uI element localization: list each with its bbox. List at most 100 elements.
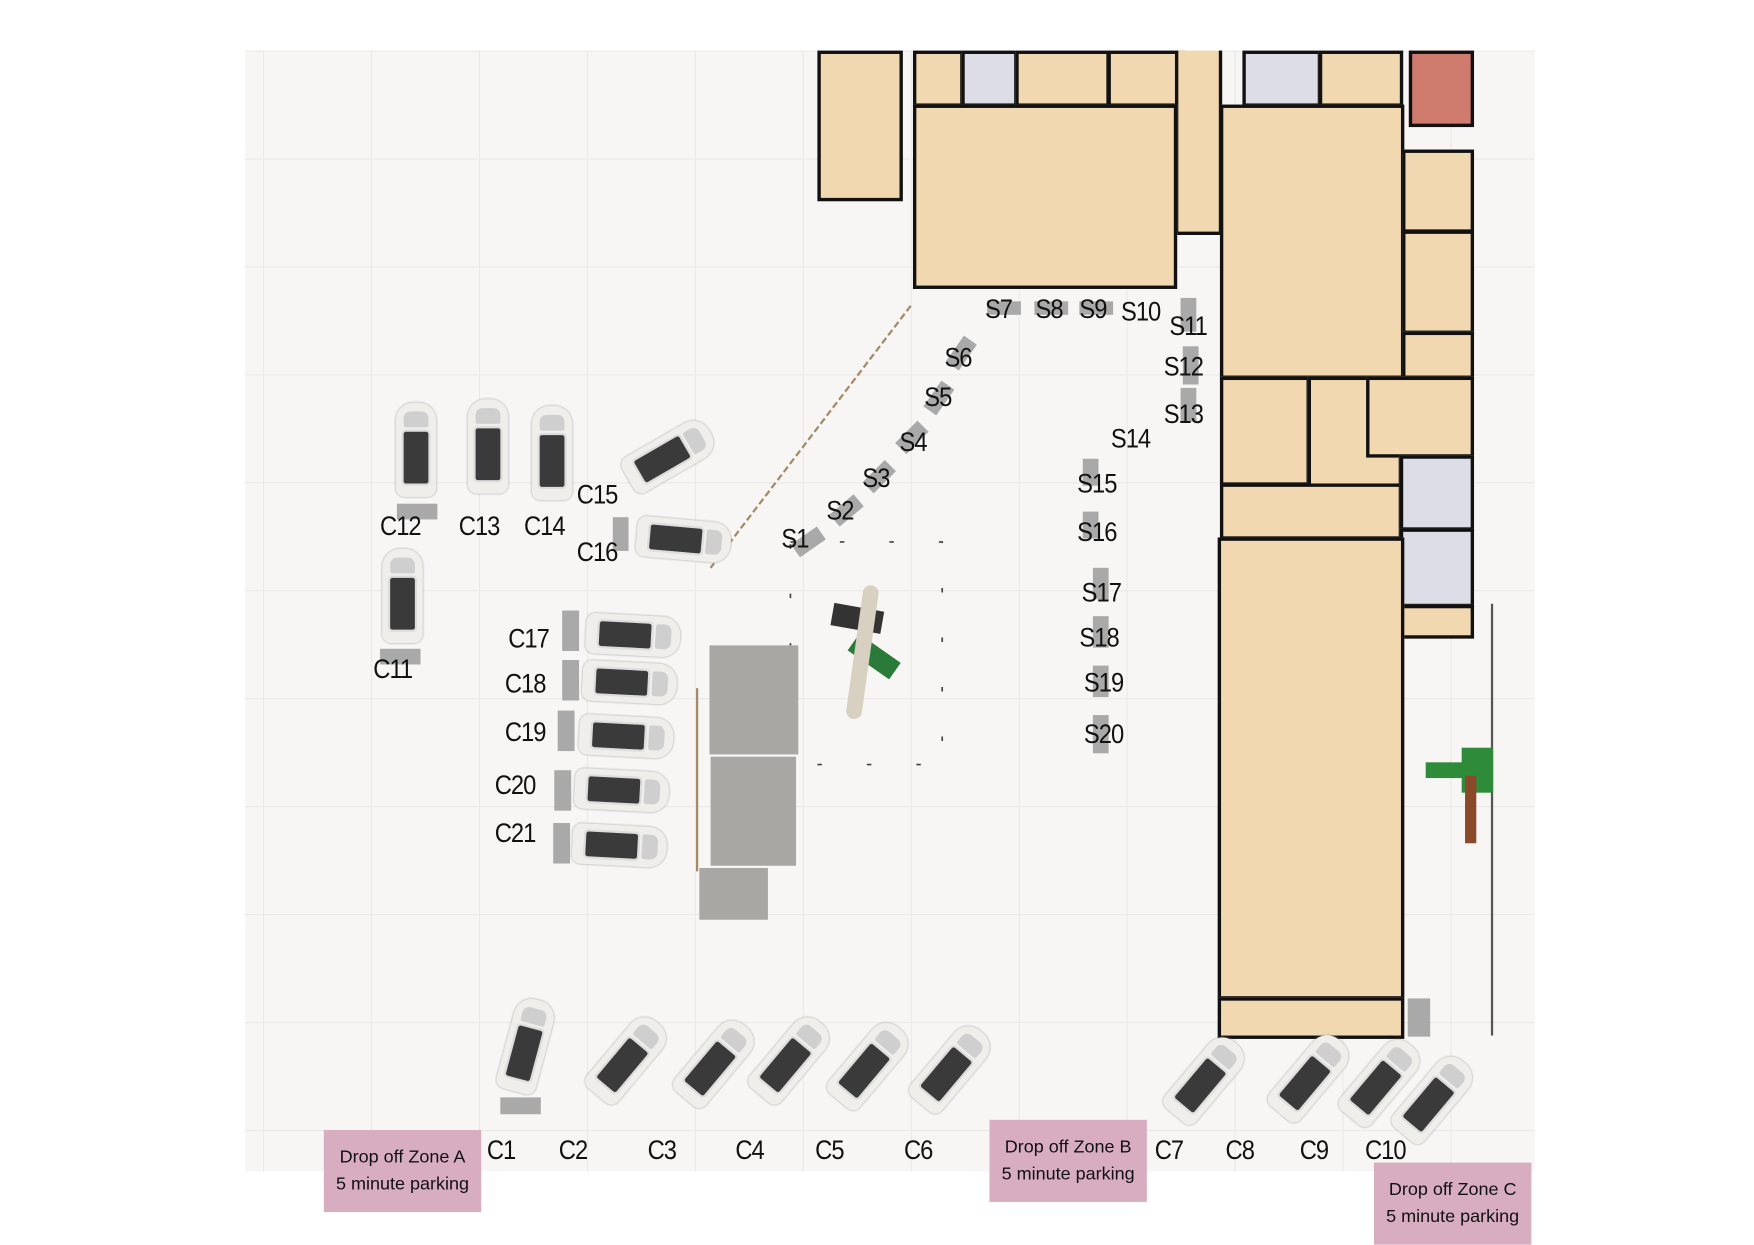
room	[1318, 50, 1404, 107]
car-c13	[467, 399, 509, 494]
car-c17	[584, 612, 682, 658]
car-pad	[553, 823, 571, 864]
space-label-c10: C10	[1364, 1135, 1407, 1166]
fence-line	[1490, 603, 1494, 1036]
stall-pad	[1034, 301, 1069, 315]
stall-pad	[1092, 567, 1109, 600]
space-label-s16: S16	[1077, 517, 1117, 548]
car-c12	[395, 402, 437, 497]
stall-pad	[1180, 387, 1197, 422]
space-label-c8: C8	[1225, 1135, 1255, 1166]
drop-off-zone-c: Drop off Zone C 5 minute parking	[1373, 1162, 1532, 1245]
space-label-s10: S10	[1120, 296, 1161, 328]
space-label-s17: S17	[1081, 577, 1122, 609]
space-label-s2: S2	[826, 495, 854, 527]
space-label-s12: S12	[1163, 351, 1204, 383]
stall-pad	[1182, 346, 1199, 385]
space-label-c15: C15	[576, 480, 619, 511]
car-pad	[380, 648, 421, 665]
room-main-hall	[912, 104, 1178, 289]
room	[1402, 230, 1475, 334]
paved-pad	[709, 645, 799, 755]
space-label-c19: C19	[504, 717, 547, 748]
space-label-c11: C11	[373, 654, 413, 685]
car-c20	[573, 767, 670, 814]
car-c11	[382, 548, 423, 644]
zone-note: 5 minute parking	[1386, 1207, 1520, 1227]
zone-name: Drop off Zone C	[1388, 1180, 1517, 1200]
space-label-c21: C21	[494, 818, 537, 849]
car-pad	[500, 1097, 541, 1115]
car-c16	[634, 515, 733, 564]
paved-pad	[699, 868, 768, 920]
space-label-c20: C20	[494, 770, 537, 801]
car-c14	[531, 405, 573, 501]
space-label-s7: S7	[984, 294, 1013, 325]
car-pad	[554, 770, 572, 811]
space-label-c13: C13	[458, 511, 501, 542]
car-pad	[562, 659, 580, 701]
zone-note: 5 minute parking	[1001, 1164, 1135, 1184]
car-pad	[612, 517, 629, 551]
room	[1402, 331, 1475, 379]
stall-pad	[1092, 665, 1109, 698]
space-label-s19: S19	[1083, 667, 1124, 699]
car-c19	[578, 713, 675, 760]
space-label-c9: C9	[1299, 1135, 1329, 1166]
zone-note: 5 minute parking	[336, 1174, 470, 1194]
space-label-s15: S15	[1077, 468, 1117, 500]
playset-icon	[1465, 775, 1477, 844]
room-large	[1219, 104, 1405, 379]
space-label-c16: C16	[576, 537, 619, 568]
room	[1366, 376, 1475, 458]
space-label-c5: C5	[815, 1135, 844, 1166]
space-label-s13: S13	[1163, 399, 1204, 430]
space-label-c1: C1	[486, 1135, 516, 1166]
stall-pad	[1092, 616, 1109, 648]
room	[1402, 149, 1475, 233]
zone-name: Drop off Zone A	[339, 1147, 466, 1167]
drop-off-zone-b: Drop off Zone B 5 minute parking	[989, 1119, 1147, 1202]
room	[1217, 997, 1405, 1039]
stall-pad	[987, 301, 1021, 315]
car-pad	[557, 710, 575, 752]
drop-off-zone-a: Drop off Zone A 5 minute parking	[323, 1129, 482, 1213]
space-label-c3: C3	[647, 1135, 677, 1166]
space-label-s9: S9	[1079, 294, 1107, 325]
space-label-c6: C6	[903, 1135, 933, 1166]
stall-pad	[1092, 715, 1109, 754]
space-label-c7: C7	[1154, 1135, 1184, 1166]
space-label-s18: S18	[1079, 622, 1119, 654]
space-label-c14: C14	[523, 511, 566, 542]
zone-name: Drop off Zone B	[1004, 1137, 1132, 1157]
stall-pad	[1082, 458, 1099, 486]
room-garage	[817, 50, 903, 202]
space-label-s8: S8	[1035, 294, 1064, 325]
space-label-s5: S5	[924, 382, 952, 413]
car-pad	[562, 610, 580, 652]
space-label-s4: S4	[899, 427, 927, 458]
stall-pad	[1180, 297, 1197, 332]
room	[1399, 604, 1475, 639]
footpath-line	[709, 305, 912, 569]
space-label-s14: S14	[1110, 423, 1151, 455]
space-label-c17: C17	[508, 624, 550, 655]
room	[1107, 50, 1186, 107]
car-pad	[396, 503, 438, 520]
room-restricted	[1408, 50, 1475, 128]
space-label-c4: C4	[735, 1135, 764, 1166]
space-label-s3: S3	[862, 463, 890, 494]
space-label-s11: S11	[1169, 311, 1208, 342]
stall-pad	[1079, 301, 1114, 315]
paved-pad	[710, 756, 797, 866]
stall-pad	[1082, 511, 1099, 539]
space-label-c2: C2	[558, 1135, 588, 1166]
space-label-s20: S20	[1083, 719, 1124, 750]
car-c21	[571, 822, 668, 869]
space-label-s6: S6	[944, 342, 972, 374]
space-label-s1: S1	[781, 523, 809, 555]
space-label-c18: C18	[504, 668, 547, 700]
grey-patch	[1407, 998, 1431, 1037]
